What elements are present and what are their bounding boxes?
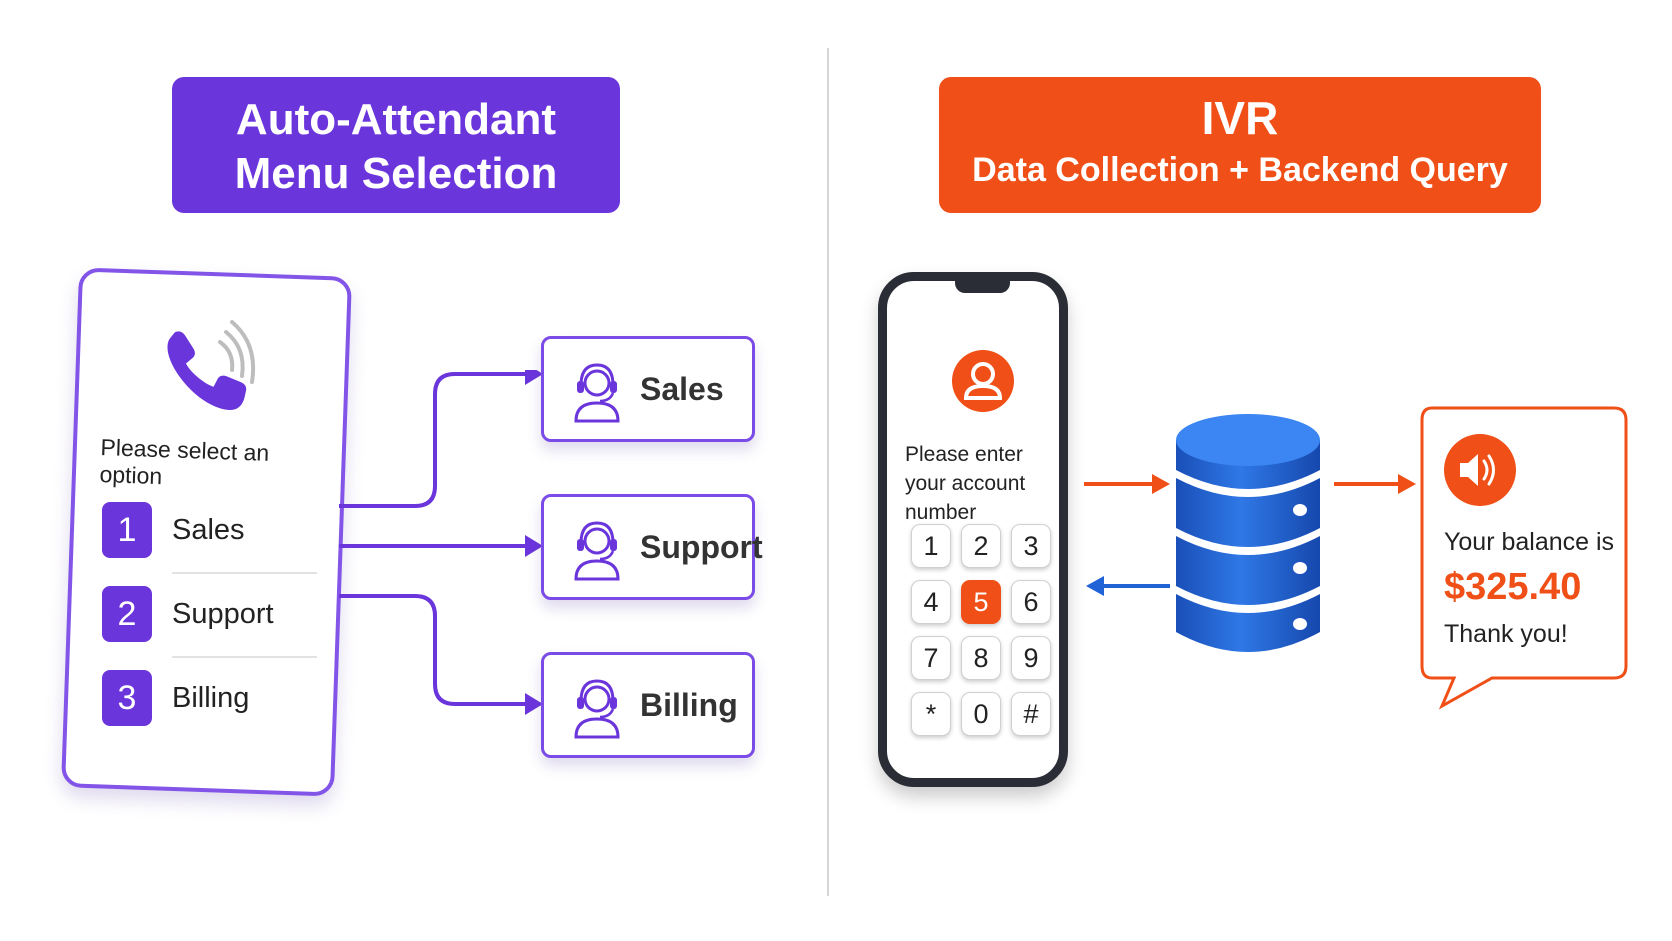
- ivr-title-line2: Data Collection + Backend Query: [972, 151, 1508, 189]
- menu-option-support[interactable]: 2 Support: [102, 586, 317, 658]
- menu-option-number: 2: [102, 586, 152, 642]
- routing-arrows: [339, 370, 543, 715]
- phone-prompt: Please enter your account number: [905, 443, 1026, 524]
- response-line1: Your balance is: [1444, 528, 1615, 556]
- arrow-head-to-database: [1152, 474, 1170, 494]
- destination-label: Support: [640, 529, 763, 565]
- menu-separator: [172, 656, 317, 658]
- balance-amount: $325.40: [1444, 566, 1582, 608]
- ivr-title-line1: IVR: [1201, 92, 1279, 144]
- auto-attendant-title-line2: Menu Selection: [234, 149, 558, 198]
- keypad-key[interactable]: 3: [1011, 524, 1051, 568]
- auto-attendant-title-line1: Auto-Attendant: [235, 95, 557, 144]
- destination-sales[interactable]: Sales: [541, 336, 755, 442]
- ivr-title: IVR Data Collection + Backend Query: [939, 77, 1541, 213]
- keypad-key[interactable]: 1: [911, 524, 951, 568]
- menu-separator: [172, 572, 317, 574]
- keypad-key[interactable]: #: [1011, 692, 1051, 736]
- menu-option-number: 1: [102, 502, 152, 558]
- menu-option-label: Sales: [172, 514, 245, 546]
- phone-notch: [955, 279, 1010, 293]
- headset-agent-icon: [574, 363, 620, 423]
- phone-ringing-icon: [167, 320, 256, 410]
- arrow-head-support: [525, 535, 543, 557]
- speaker-icon: [1444, 434, 1516, 506]
- headset-agent-icon: [574, 521, 620, 581]
- arrow-to-billing: [339, 594, 525, 706]
- menu-prompt: Please select an option: [99, 434, 270, 490]
- menu-option-number: 3: [102, 670, 152, 726]
- destination-billing[interactable]: Billing: [541, 652, 755, 758]
- menu-option-sales[interactable]: 1 Sales: [102, 502, 317, 574]
- keypad-key[interactable]: *: [911, 692, 951, 736]
- database-icon: [1176, 414, 1320, 652]
- menu-option-billing[interactable]: 3 Billing: [102, 670, 317, 730]
- destination-label: Sales: [640, 371, 724, 407]
- headset-agent-icon: [574, 679, 620, 739]
- keypad-key[interactable]: 6: [1011, 580, 1051, 624]
- arrow-head-from-database: [1086, 576, 1104, 596]
- keypad-key[interactable]: 2: [961, 524, 1001, 568]
- keypad-key[interactable]: 8: [961, 636, 1001, 680]
- keypad-key[interactable]: 0: [961, 692, 1001, 736]
- keypad-key[interactable]: 7: [911, 636, 951, 680]
- destination-label: Billing: [640, 687, 738, 723]
- arrow-head-billing: [525, 693, 543, 715]
- user-avatar-icon: [952, 350, 1014, 412]
- menu-option-label: Billing: [172, 682, 250, 714]
- destination-support[interactable]: Support: [541, 494, 763, 600]
- center-divider: [827, 48, 829, 896]
- menu-option-label: Support: [172, 598, 274, 630]
- database-response-arrow: [1334, 474, 1416, 494]
- keypad-key[interactable]: 5: [961, 580, 1001, 624]
- arrow-to-sales: [339, 372, 525, 508]
- arrow-head-sales: [525, 370, 543, 385]
- auto-attendant-title: Auto-Attendant Menu Selection: [172, 77, 620, 213]
- response-line3: Thank you!: [1444, 620, 1568, 648]
- phone-database-arrows: [1084, 474, 1170, 596]
- keypad-key[interactable]: 9: [1011, 636, 1051, 680]
- keypad-key[interactable]: 4: [911, 580, 951, 624]
